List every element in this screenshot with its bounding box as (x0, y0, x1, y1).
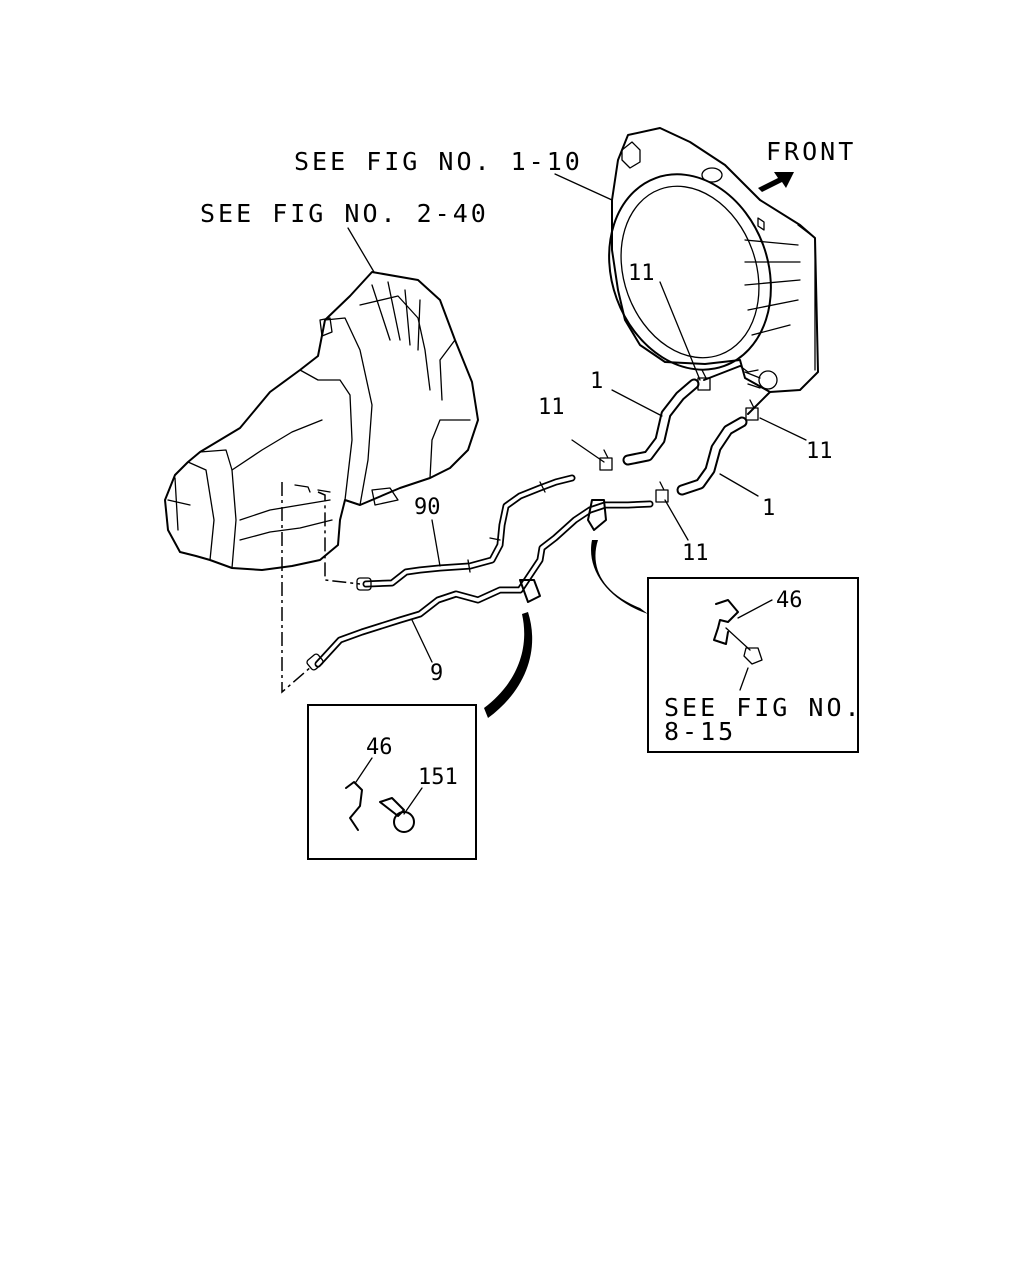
callout-pipe-90: 90 (414, 495, 441, 520)
pipe-90 (356, 474, 576, 591)
ref-transmission-label: SEE FIG NO. 2-40 (200, 199, 489, 228)
radiator-shroud (608, 127, 819, 393)
detail-pointer-right (591, 540, 648, 614)
hose-clips (599, 369, 759, 503)
detail-box-left (307, 704, 477, 860)
front-label: FRONT (766, 137, 856, 166)
callout-hose-upper: 1 (590, 369, 603, 394)
callout-clip-bottom: 11 (682, 541, 709, 566)
hose-lower (676, 416, 748, 496)
detail-pointer-left (484, 612, 533, 718)
transmission (164, 271, 479, 571)
detail-right-part-label: 46 (776, 588, 803, 613)
detail-right-note-line2: 8-15 (664, 717, 736, 746)
callout-hose-lower: 1 (762, 496, 775, 521)
callout-pipe-9: 9 (430, 661, 443, 686)
ref-line-pipe-90 (317, 491, 361, 585)
hose-upper (622, 378, 700, 466)
clip-46-right-part (713, 599, 773, 691)
detail-right-note-line1: SEE FIG NO. (664, 693, 863, 722)
callout-clip-left: 11 (538, 395, 565, 420)
callout-clip-right: 11 (806, 439, 833, 464)
radiator-pipe-stub-lower (747, 391, 771, 415)
front-arrow-icon (758, 172, 794, 192)
ref-line-pipe-9 (281, 482, 313, 694)
callout-clip-top: 11 (628, 261, 655, 286)
ref-radiator-label: SEE FIG NO. 1-10 (294, 147, 583, 176)
detail-left-clip-label: 46 (366, 735, 393, 760)
detail-box-right (647, 577, 859, 753)
detail-left-bolt-label: 151 (418, 765, 458, 790)
pipe-9 (306, 499, 654, 671)
clip-46-left-part (345, 757, 373, 831)
leader-lines (347, 173, 807, 663)
bolt-151-part (379, 787, 423, 833)
